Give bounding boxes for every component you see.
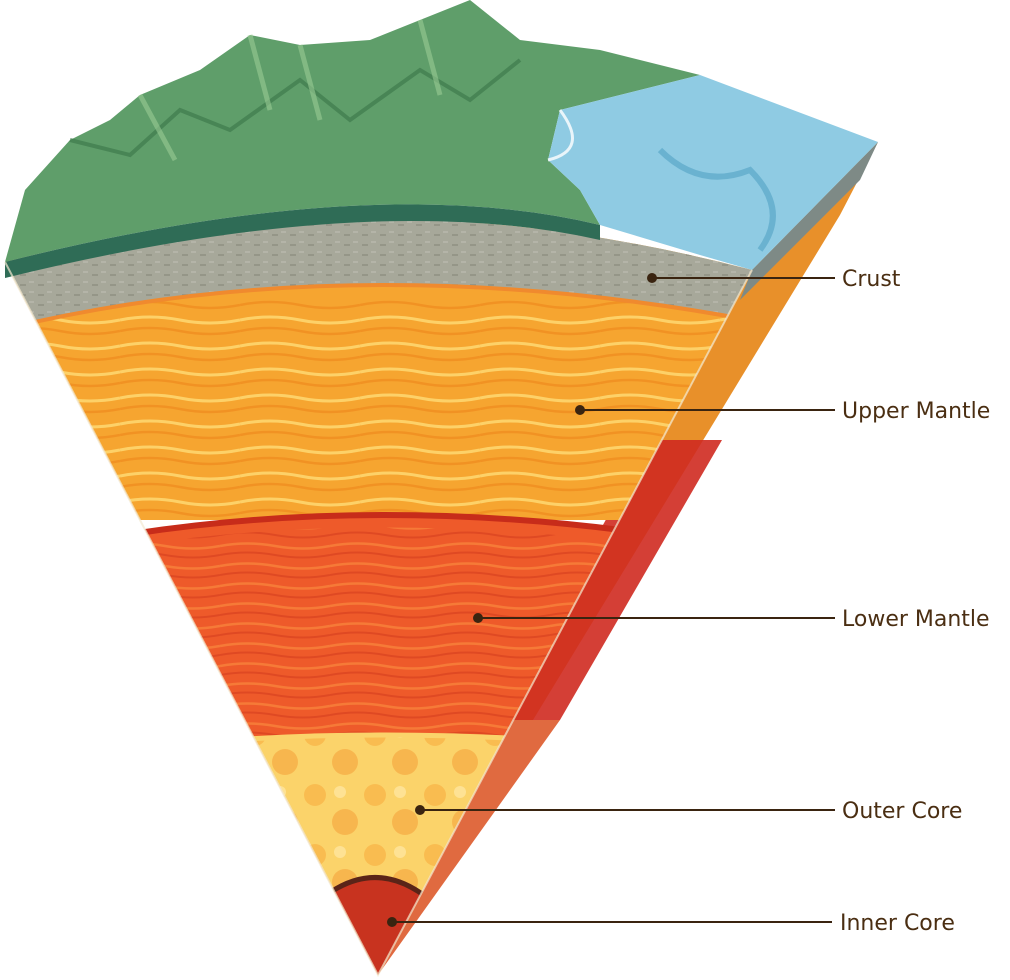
- label-inner-core: Inner Core: [840, 911, 955, 936]
- label-upper-mantle: Upper Mantle: [842, 399, 990, 424]
- cross-section: [0, 160, 800, 980]
- pointer-dot: [647, 273, 657, 283]
- pointer-dot: [575, 405, 585, 415]
- label-crust: Crust: [842, 267, 901, 292]
- pointer-dot: [415, 805, 425, 815]
- label-inner-core-group: Inner Core: [387, 911, 955, 936]
- pointer-dot: [387, 917, 397, 927]
- pointer-dot: [473, 613, 483, 623]
- label-lower-mantle: Lower Mantle: [842, 607, 990, 632]
- inner-core-layer: [320, 878, 430, 980]
- label-outer-core: Outer Core: [842, 799, 962, 824]
